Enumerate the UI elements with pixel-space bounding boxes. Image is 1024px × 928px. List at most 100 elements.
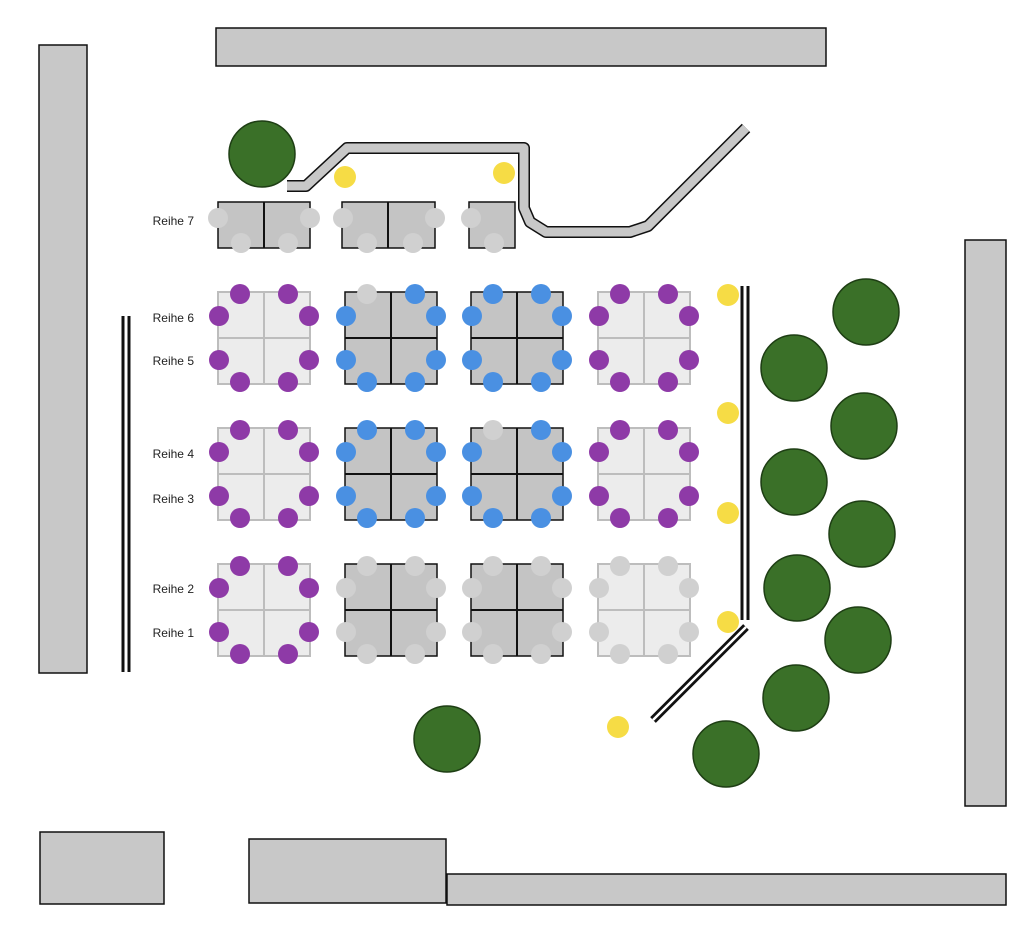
seat-icon[interactable]: [589, 486, 609, 506]
seat-icon[interactable]: [357, 284, 377, 304]
seat-icon[interactable]: [589, 622, 609, 642]
seat-icon[interactable]: [405, 508, 425, 528]
seat-icon[interactable]: [426, 442, 446, 462]
seat-icon[interactable]: [426, 622, 446, 642]
seat-icon[interactable]: [209, 306, 229, 326]
seat-icon[interactable]: [658, 644, 678, 664]
seat-icon[interactable]: [230, 420, 250, 440]
seat-icon[interactable]: [610, 644, 630, 664]
seat-icon[interactable]: [483, 644, 503, 664]
seat-icon[interactable]: [610, 420, 630, 440]
seat-icon[interactable]: [299, 578, 319, 598]
seat-icon[interactable]: [208, 208, 228, 228]
seat-icon[interactable]: [552, 350, 572, 370]
seat-icon[interactable]: [552, 578, 572, 598]
seat-icon[interactable]: [299, 306, 319, 326]
seat-icon[interactable]: [531, 556, 551, 576]
seat-icon[interactable]: [483, 508, 503, 528]
seat-icon[interactable]: [462, 306, 482, 326]
seat-icon[interactable]: [336, 350, 356, 370]
seat-icon[interactable]: [299, 622, 319, 642]
seat-icon[interactable]: [278, 556, 298, 576]
seat-icon[interactable]: [426, 306, 446, 326]
seat-icon[interactable]: [336, 622, 356, 642]
seat-icon[interactable]: [405, 372, 425, 392]
seat-icon[interactable]: [278, 508, 298, 528]
seat-icon[interactable]: [589, 578, 609, 598]
seat-icon[interactable]: [209, 442, 229, 462]
seat-icon[interactable]: [299, 350, 319, 370]
seat-icon[interactable]: [679, 350, 699, 370]
seat-icon[interactable]: [278, 372, 298, 392]
seat-icon[interactable]: [405, 556, 425, 576]
seat-icon[interactable]: [552, 442, 572, 462]
seat-icon[interactable]: [426, 350, 446, 370]
seat-icon[interactable]: [209, 622, 229, 642]
seat-icon[interactable]: [531, 644, 551, 664]
seat-icon[interactable]: [589, 306, 609, 326]
seat-icon[interactable]: [462, 578, 482, 598]
seat-icon[interactable]: [357, 556, 377, 576]
seat-icon[interactable]: [209, 578, 229, 598]
seat-icon[interactable]: [425, 208, 445, 228]
seat-icon[interactable]: [336, 578, 356, 598]
seat-icon[interactable]: [230, 508, 250, 528]
seat-icon[interactable]: [336, 486, 356, 506]
seat-icon[interactable]: [209, 350, 229, 370]
seat-icon[interactable]: [230, 556, 250, 576]
seat-icon[interactable]: [405, 644, 425, 664]
seat-icon[interactable]: [230, 644, 250, 664]
seat-icon[interactable]: [299, 486, 319, 506]
seat-icon[interactable]: [426, 486, 446, 506]
seat-icon[interactable]: [658, 284, 678, 304]
seat-icon[interactable]: [405, 284, 425, 304]
seat-icon[interactable]: [230, 372, 250, 392]
seat-icon[interactable]: [658, 556, 678, 576]
seat-icon[interactable]: [483, 372, 503, 392]
seat-icon[interactable]: [357, 508, 377, 528]
seat-icon[interactable]: [610, 556, 630, 576]
seat-icon[interactable]: [483, 556, 503, 576]
seat-icon[interactable]: [658, 372, 678, 392]
seat-icon[interactable]: [589, 442, 609, 462]
seat-icon[interactable]: [403, 233, 423, 253]
seat-icon[interactable]: [299, 442, 319, 462]
seat-icon[interactable]: [278, 420, 298, 440]
seat-icon[interactable]: [209, 486, 229, 506]
seat-icon[interactable]: [552, 622, 572, 642]
seat-icon[interactable]: [357, 420, 377, 440]
seat-icon[interactable]: [230, 284, 250, 304]
seat-icon[interactable]: [610, 284, 630, 304]
seat-icon[interactable]: [679, 622, 699, 642]
seat-icon[interactable]: [531, 372, 551, 392]
seat-icon[interactable]: [357, 233, 377, 253]
seat-icon[interactable]: [483, 284, 503, 304]
seat-icon[interactable]: [531, 284, 551, 304]
seat-icon[interactable]: [552, 486, 572, 506]
seat-icon[interactable]: [461, 208, 481, 228]
seat-icon[interactable]: [333, 208, 353, 228]
seat-icon[interactable]: [679, 578, 699, 598]
seat-icon[interactable]: [462, 486, 482, 506]
seat-icon[interactable]: [531, 508, 551, 528]
seat-icon[interactable]: [462, 622, 482, 642]
seat-icon[interactable]: [462, 350, 482, 370]
seat-icon[interactable]: [278, 644, 298, 664]
seat-icon[interactable]: [679, 442, 699, 462]
seat-icon[interactable]: [278, 233, 298, 253]
seat-icon[interactable]: [426, 578, 446, 598]
seat-icon[interactable]: [462, 442, 482, 462]
seat-icon[interactable]: [231, 233, 251, 253]
seat-icon[interactable]: [357, 372, 377, 392]
seat-icon[interactable]: [610, 372, 630, 392]
seat-icon[interactable]: [483, 420, 503, 440]
seat-icon[interactable]: [405, 420, 425, 440]
seat-icon[interactable]: [679, 306, 699, 326]
seat-icon[interactable]: [552, 306, 572, 326]
seat-icon[interactable]: [589, 350, 609, 370]
seat-icon[interactable]: [658, 420, 678, 440]
seat-icon[interactable]: [336, 306, 356, 326]
seat-icon[interactable]: [658, 508, 678, 528]
seat-icon[interactable]: [484, 233, 504, 253]
seat-icon[interactable]: [336, 442, 356, 462]
